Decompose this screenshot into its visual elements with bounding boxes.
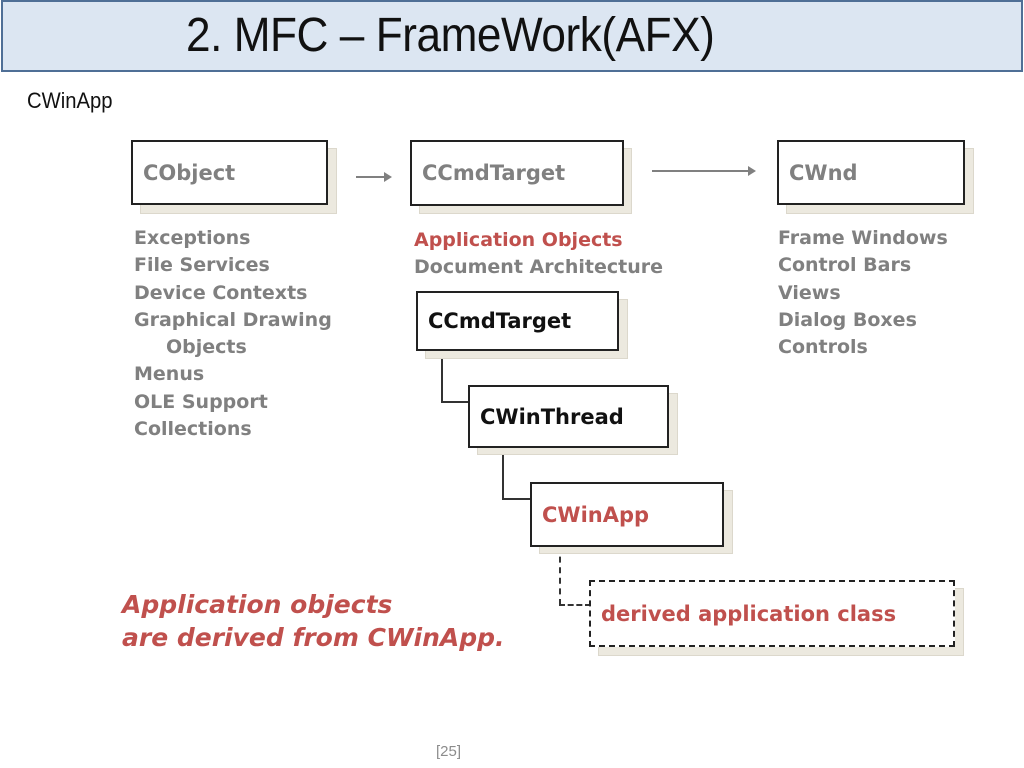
cobject-node: CObject [131, 140, 337, 214]
list-item: Device Contexts [134, 281, 308, 304]
list-item: Objects [166, 336, 247, 359]
connector-line [502, 447, 504, 499]
list-item: Exceptions [134, 227, 251, 249]
list-item: Collections [134, 418, 252, 441]
ccmdtarget-top-box: CCmdTarget [410, 140, 624, 206]
list-item: Controls [778, 336, 868, 359]
cwnd-node: CWnd [777, 140, 974, 214]
note-line-1: Application objects [122, 590, 393, 619]
note-text: Application objects are derived from CWi… [122, 588, 505, 654]
cobject-box: CObject [131, 140, 328, 205]
cwinthread-box: CWinThread [468, 385, 669, 448]
dashed-connector-line [559, 546, 561, 605]
list-item: Menus [134, 363, 205, 386]
title-bar: 2. MFC – FrameWork(AFX) [1, 0, 1023, 72]
arrow-right-icon [652, 166, 756, 176]
dashed-connector-line [559, 604, 591, 606]
list-item-highlighted: Application Objects [414, 229, 623, 251]
list-item: OLE Support [134, 390, 268, 413]
derived-class-node: derived application class [589, 580, 964, 656]
ccmdtarget-box: CCmdTarget [416, 291, 619, 351]
derived-class-box: derived application class [589, 580, 955, 647]
list-item: Graphical Drawing [134, 308, 332, 331]
ccmdtarget-services-list: Application Objects Document Architectur… [414, 227, 663, 282]
arrow-right-icon [356, 172, 392, 182]
cwnd-box: CWnd [777, 140, 965, 205]
ccmdtarget-top-node: CCmdTarget [410, 140, 632, 214]
cobject-services-list: Exceptions File Services Device Contexts… [134, 225, 332, 443]
connector-line [441, 350, 443, 402]
cwinthread-node: CWinThread [468, 385, 678, 455]
slide-title: 2. MFC – FrameWork(AFX) [186, 9, 715, 62]
connector-line [502, 498, 532, 500]
list-item: Frame Windows [778, 227, 948, 249]
list-item: File Services [134, 254, 270, 277]
ccmdtarget-node: CCmdTarget [416, 291, 628, 359]
cwnd-services-list: Frame Windows Control Bars Views Dialog … [778, 225, 948, 361]
list-item: Views [778, 281, 841, 304]
page-number: [25] [436, 743, 462, 760]
connector-line [441, 401, 469, 403]
cwinapp-box: CWinApp [530, 482, 724, 547]
cwinapp-node: CWinApp [530, 482, 733, 554]
slide-subtitle: CWinApp [27, 88, 113, 113]
list-item: Document Architecture [414, 256, 663, 279]
list-item: Control Bars [778, 254, 912, 277]
list-item: Dialog Boxes [778, 308, 917, 331]
note-line-2: are derived from CWinApp. [122, 623, 505, 652]
